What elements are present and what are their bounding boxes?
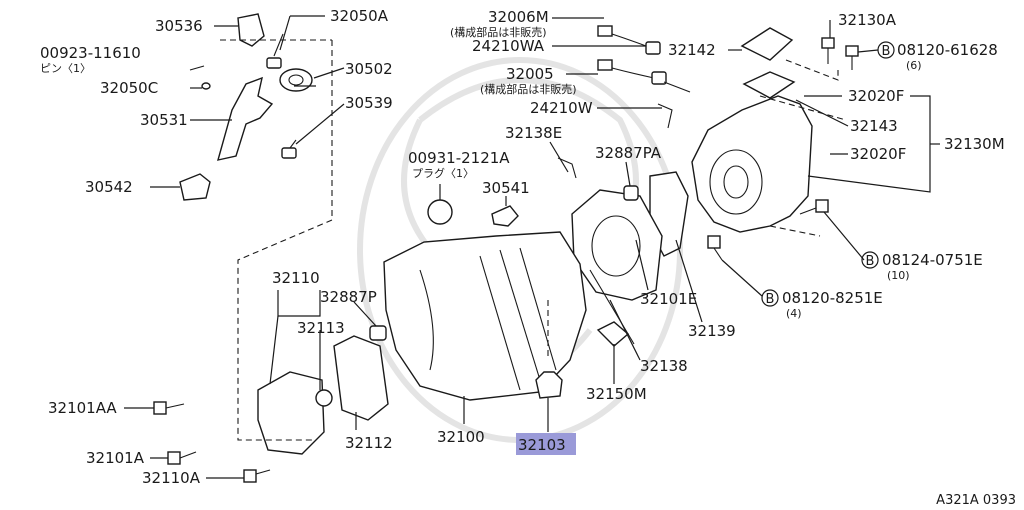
- part-32101aa-bolt-drawing: [153, 401, 185, 415]
- part-32143-drawing: [742, 71, 796, 99]
- part-label[interactable]: 30536: [155, 17, 203, 35]
- part-label[interactable]: 32110: [272, 269, 320, 287]
- part-note: (構成部品は非販売): [480, 82, 577, 96]
- part-label[interactable]: 00931-2121A: [408, 149, 510, 167]
- part-label[interactable]: 32150M: [586, 385, 647, 403]
- part-30541-drawing: [491, 205, 519, 227]
- part-08120-8251e-bolt-drawing: [707, 235, 723, 261]
- part-label[interactable]: 32101AA: [48, 399, 117, 417]
- part-label[interactable]: 32100: [437, 428, 485, 446]
- part-30502-drawing: [279, 68, 313, 92]
- diagram-code: A321A 0393: [936, 493, 1016, 508]
- part-32887p-drawing: [369, 325, 387, 341]
- part-label[interactable]: 32139: [688, 322, 736, 340]
- part-30539-drawing: [281, 139, 297, 159]
- part-32103-drawing: [535, 371, 563, 399]
- part-note: (構成部品は非販売): [450, 25, 547, 39]
- part-qty-note: (4): [786, 307, 802, 320]
- part-label-selected[interactable]: 32103: [518, 436, 566, 454]
- bolt-symbol-1: B: [882, 44, 891, 59]
- part-32050c-drawing: [201, 82, 211, 90]
- part-label[interactable]: 32005: [506, 65, 554, 83]
- part-32101e-drawing: [571, 189, 663, 301]
- part-32142-drawing: [740, 27, 794, 61]
- group-boundaries: [220, 39, 847, 441]
- part-label[interactable]: 30539: [345, 94, 393, 112]
- part-32110a-bolt-drawing: [243, 469, 271, 483]
- part-qty-note: (10): [887, 269, 910, 282]
- part-32887pa-drawing: [623, 185, 639, 201]
- part-32110-drawing: [257, 371, 325, 455]
- part-label[interactable]: 24210WA: [472, 37, 545, 55]
- part-label[interactable]: 08120-61628: [897, 41, 998, 59]
- part-label[interactable]: 32112: [345, 434, 393, 452]
- parts-drawings: [153, 13, 859, 483]
- part-32006m-drawing: [597, 25, 661, 55]
- part-08120-61628-bolt-drawing: [845, 45, 859, 70]
- part-32138e-drawing: [557, 157, 577, 179]
- part-label[interactable]: 32050A: [330, 7, 389, 25]
- part-label[interactable]: 32020F: [848, 87, 904, 105]
- part-32130a-drawing: [821, 37, 835, 64]
- part-label[interactable]: 32006M: [488, 8, 549, 26]
- part-label[interactable]: 00923-11610: [40, 44, 141, 62]
- part-qty-note: プラグ〈1〉: [412, 166, 474, 180]
- selected-part-highlight: [516, 433, 576, 455]
- part-30536-drawing: [237, 13, 265, 47]
- part-qty-note: (6): [906, 59, 922, 72]
- bolt-symbol-2: B: [866, 254, 875, 269]
- part-32138-drawing: [589, 269, 635, 345]
- part-32101a-bolt-drawing: [167, 451, 197, 465]
- part-00931-plug-drawing: [427, 199, 453, 225]
- part-label[interactable]: 32020F: [850, 145, 906, 163]
- part-label[interactable]: 32101E: [640, 290, 697, 308]
- part-labels: 30536 32050A 00923-11610 ピン〈1〉 30502 320…: [40, 7, 1005, 487]
- part-32005-drawing: [597, 59, 691, 93]
- part-label[interactable]: 30542: [85, 178, 133, 196]
- part-label[interactable]: 08124-0751E: [882, 251, 983, 269]
- part-label[interactable]: 32101A: [86, 449, 145, 467]
- part-32050a-drawing: [266, 33, 284, 69]
- leader-lines: [124, 15, 940, 479]
- part-label[interactable]: 32887P: [320, 288, 377, 306]
- part-qty-note: ピン〈1〉: [40, 62, 91, 75]
- bolt-symbol-3: B: [766, 292, 775, 307]
- part-label[interactable]: 32138: [640, 357, 688, 375]
- part-label[interactable]: 24210W: [530, 99, 593, 117]
- part-label[interactable]: 32143: [850, 117, 898, 135]
- part-label[interactable]: 30531: [140, 111, 188, 129]
- part-label[interactable]: 32130A: [838, 11, 897, 29]
- part-label[interactable]: 08120-8251E: [782, 289, 883, 307]
- part-label[interactable]: 32142: [668, 41, 716, 59]
- part-32113-drawing: [315, 389, 333, 407]
- part-label[interactable]: 32050C: [100, 79, 158, 97]
- part-08124-bolt-drawing: [799, 199, 829, 215]
- part-00923-pin-drawing: [189, 65, 205, 71]
- bolt-symbols: [761, 41, 895, 307]
- part-30531-drawing: [217, 76, 274, 161]
- part-30542-drawing: [179, 173, 211, 201]
- part-label[interactable]: 30502: [345, 60, 393, 78]
- part-24210w-drawing: [657, 103, 673, 129]
- part-32130m-drawing: [691, 95, 813, 233]
- part-label[interactable]: 30541: [482, 179, 530, 197]
- part-32112-drawing: [333, 335, 389, 421]
- part-label[interactable]: 32110A: [142, 469, 201, 487]
- part-label[interactable]: 32138E: [505, 124, 562, 142]
- part-label[interactable]: 32130M: [944, 135, 1005, 153]
- part-label[interactable]: 32113: [297, 319, 345, 337]
- part-label[interactable]: 32887PA: [595, 144, 662, 162]
- part-32100-drawing: [383, 231, 587, 401]
